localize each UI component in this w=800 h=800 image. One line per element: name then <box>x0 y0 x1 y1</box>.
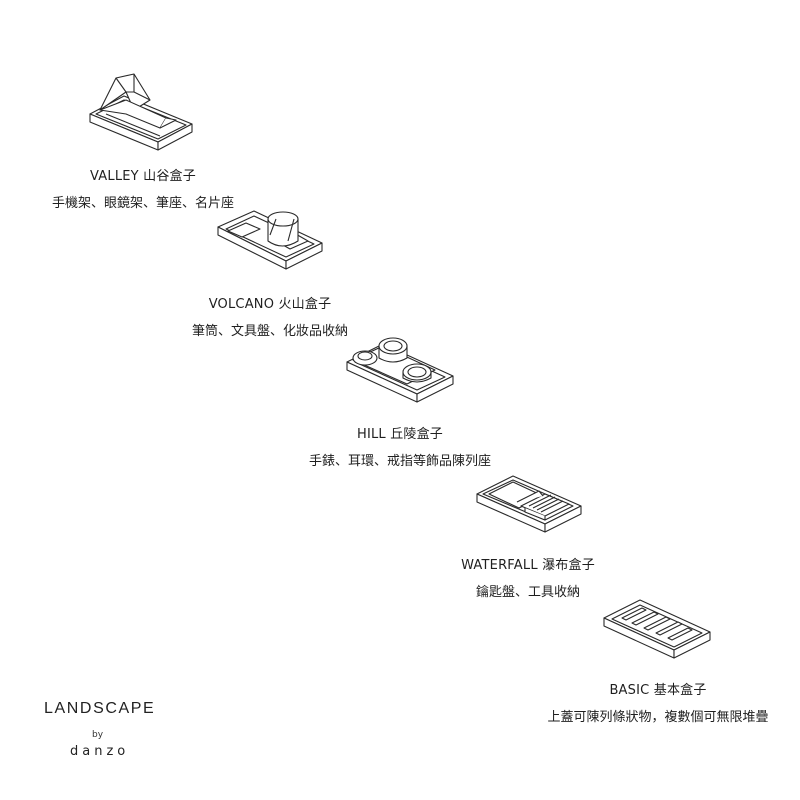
valley-caption: VALLEY 山谷盒子 手機架、眼鏡架、筆座、名片座 <box>33 168 253 213</box>
brand-block: LANDSCAPE by danzo <box>44 700 164 759</box>
product-name: BASIC 基本盒子 <box>609 683 707 698</box>
product-name: VALLEY 山谷盒子 <box>90 169 196 184</box>
product-name: HILL 丘陵盒子 <box>356 427 444 442</box>
basic-box-illustration <box>600 596 714 670</box>
brand-by: by <box>92 730 104 740</box>
volcano-caption: VOLCANO 火山盒子 筆筒、文具盤、化妝品收納 <box>160 296 380 341</box>
valley-box-illustration <box>86 70 198 160</box>
basic-caption: BASIC 基本盒子 上蓋可陳列條狀物，複數個可無限堆疊 <box>528 682 788 727</box>
product-name: VOLCANO 火山盒子 <box>208 297 332 312</box>
product-uses: 筆筒、文具盤、化妝品收納 <box>191 324 348 339</box>
danzo-logo: danzo <box>70 744 130 759</box>
product-uses: 上蓋可陳列條狀物，複數個可無限堆疊 <box>547 710 769 725</box>
waterfall-caption: WATERFALL 瀑布盒子 鑰匙盤、工具收納 <box>418 557 638 602</box>
product-uses: 手錶、耳環、戒指等飾品陳列座 <box>308 454 491 469</box>
hill-caption: HILL 丘陵盒子 手錶、耳環、戒指等飾品陳列座 <box>290 426 510 471</box>
product-name: WATERFALL 瀑布盒子 <box>461 558 595 573</box>
hill-box-illustration <box>343 332 459 412</box>
landscape-logo: LANDSCAPE <box>44 700 156 717</box>
product-uses: 手機架、眼鏡架、筆座、名片座 <box>51 196 234 211</box>
waterfall-box-illustration <box>473 468 585 554</box>
product-uses: 鑰匙盤、工具收納 <box>475 585 580 600</box>
volcano-box-illustration <box>214 205 326 285</box>
